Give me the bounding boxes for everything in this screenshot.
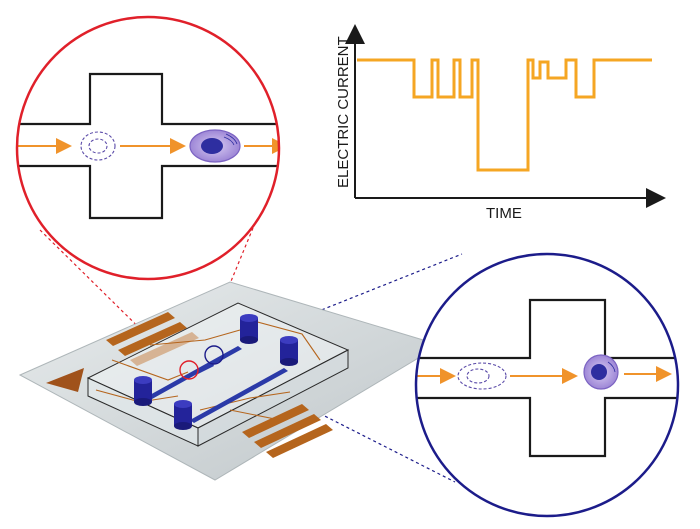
cell-ghost bbox=[457, 362, 507, 390]
pdms-block-side bbox=[197, 349, 349, 447]
microchannel bbox=[148, 346, 288, 423]
channel-outline-red bbox=[17, 72, 279, 220]
cell-icon bbox=[189, 129, 241, 163]
x-axis-label: TIME bbox=[486, 205, 522, 222]
current-trace bbox=[357, 58, 652, 172]
cell-icon bbox=[583, 354, 619, 390]
blue-zoom-circle bbox=[414, 252, 680, 518]
triangle-marker-icon bbox=[46, 368, 84, 392]
chip-device bbox=[18, 281, 442, 481]
red-zoom-circle bbox=[15, 15, 281, 281]
blue-sensing-marker bbox=[204, 345, 224, 365]
y-axis-label: ELECTRIC CURRENT bbox=[335, 36, 352, 188]
channel-outline-blue bbox=[416, 298, 678, 458]
cell-ghost bbox=[80, 131, 116, 161]
reservoir-cylinders bbox=[134, 314, 298, 430]
signal-graph: ELECTRIC CURRENT TIME bbox=[335, 24, 666, 222]
red-sensing-marker bbox=[179, 360, 199, 380]
electrode-pads-right bbox=[242, 404, 333, 458]
